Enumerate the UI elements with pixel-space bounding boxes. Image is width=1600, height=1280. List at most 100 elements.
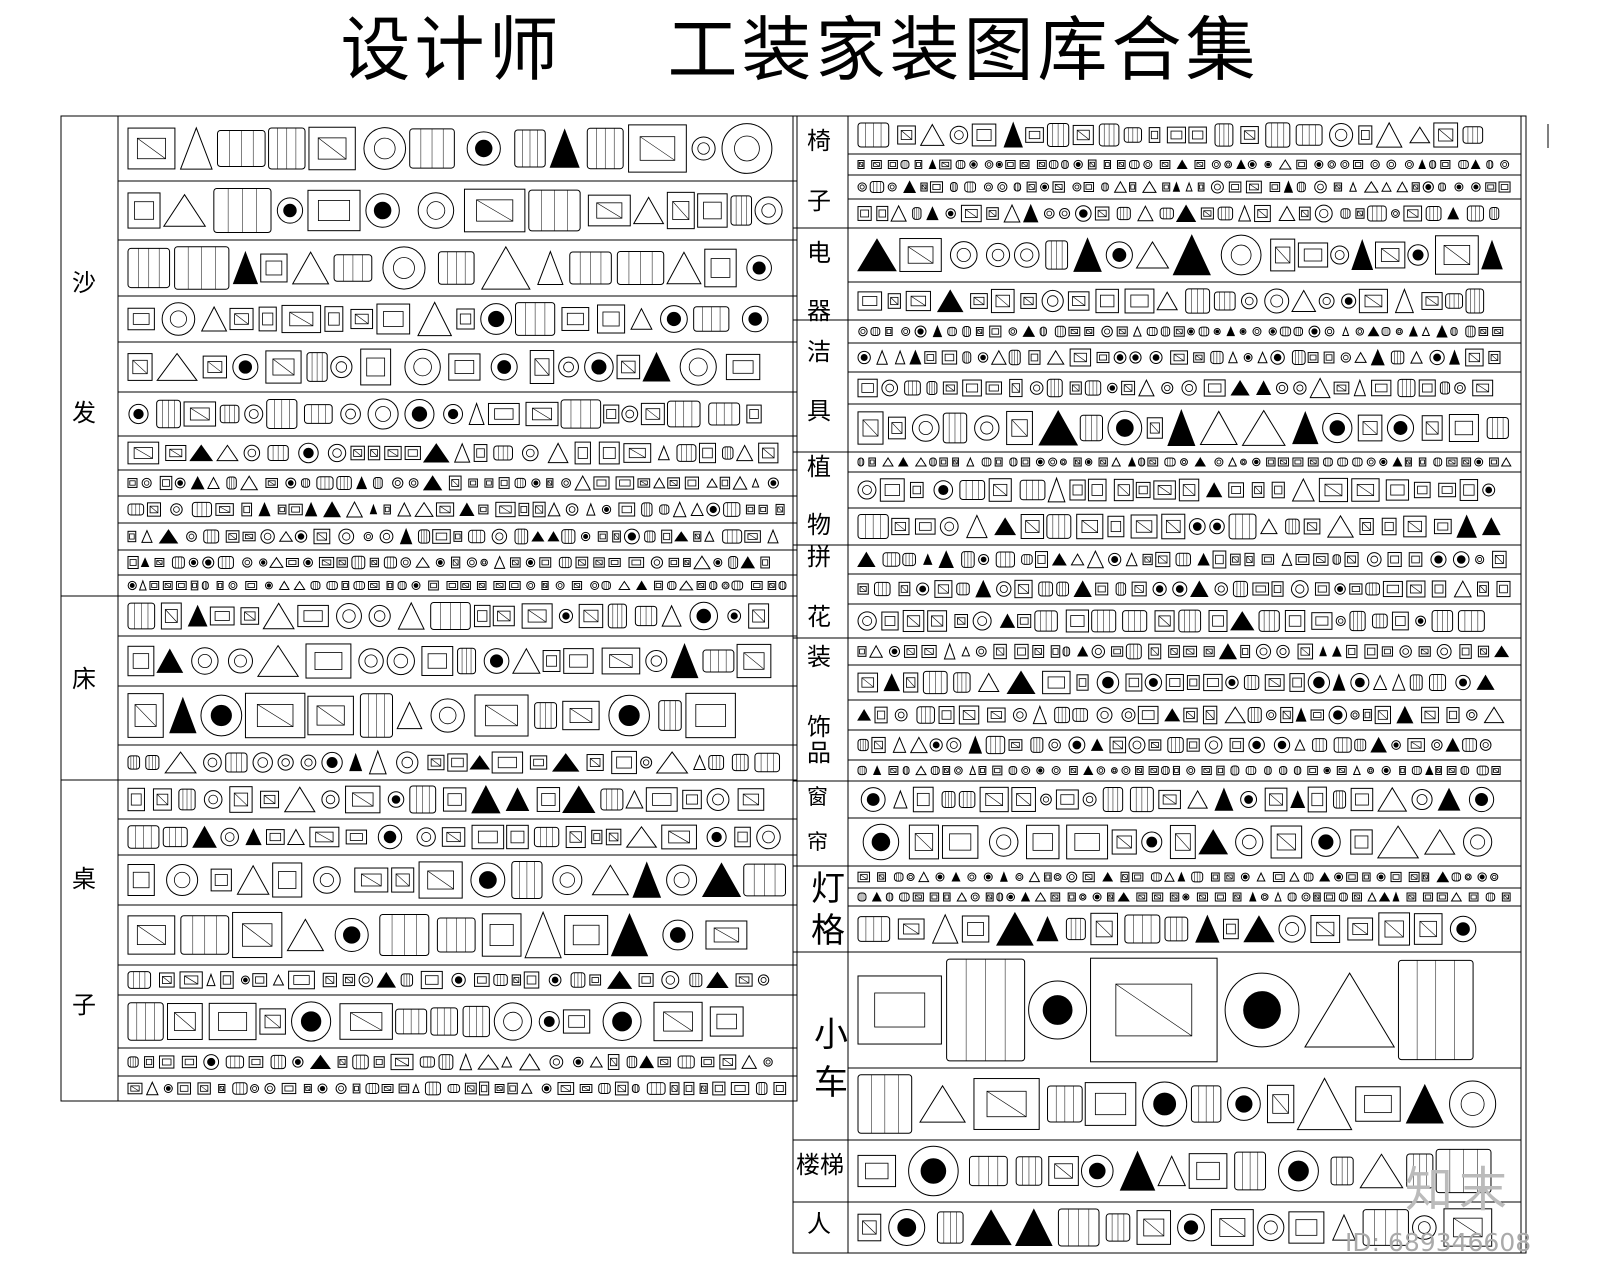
cad-symbol — [960, 204, 982, 223]
cad-symbol — [1460, 766, 1470, 775]
cad-symbol — [1008, 349, 1021, 366]
cad-symbol — [506, 824, 529, 850]
label-tile-2: 花 — [807, 603, 831, 631]
cad-symbol — [1025, 127, 1044, 143]
cad-symbol — [1500, 160, 1510, 169]
cad-symbol — [1167, 736, 1184, 754]
cad-symbol — [1026, 824, 1060, 860]
cad-symbol — [493, 581, 506, 590]
cad-symbol — [163, 1084, 173, 1093]
cad-symbol — [563, 648, 594, 674]
cad-symbol — [1459, 479, 1479, 501]
cad-symbol — [1363, 180, 1379, 193]
cad-symbol — [1102, 786, 1124, 813]
cad-symbol — [951, 871, 961, 882]
cad-symbol — [216, 444, 239, 462]
cad-symbol — [294, 530, 308, 543]
cad-symbol — [335, 1082, 347, 1095]
cad-symbol — [538, 1010, 560, 1033]
cad-symbol — [479, 1081, 490, 1096]
cad-symbol — [1397, 959, 1474, 1061]
cad-symbol — [127, 192, 161, 229]
cad-symbol — [1059, 458, 1067, 466]
cad-symbol — [1314, 582, 1330, 596]
page-title: 设计师 工装家装图库合集 — [340, 9, 1260, 91]
cad-symbol — [1003, 121, 1023, 148]
cad-symbol — [978, 553, 990, 566]
cad-symbol — [1399, 645, 1412, 658]
cad-symbol — [509, 581, 521, 590]
cad-symbol — [668, 557, 680, 568]
cad-symbol — [986, 207, 999, 220]
cad-symbol — [258, 306, 277, 332]
label-car-1: 小 — [814, 1015, 848, 1055]
cad-symbol — [1006, 410, 1033, 446]
cad-symbol — [510, 557, 521, 568]
cad-symbol — [1079, 414, 1104, 442]
cad-symbol — [1445, 737, 1460, 752]
cad-symbol — [1196, 892, 1209, 902]
cad-symbol — [640, 756, 653, 769]
cad-symbol — [1265, 709, 1277, 721]
cad-symbol — [968, 735, 983, 754]
label-curtain-2: 帘 — [807, 830, 828, 854]
cad-symbol — [1490, 872, 1499, 882]
cad-symbol — [1399, 766, 1406, 775]
cad-symbol — [1130, 514, 1158, 539]
cad-symbol — [598, 1083, 611, 1094]
cad-symbol — [127, 915, 176, 955]
cad-symbol — [141, 529, 153, 543]
cad-symbol — [260, 253, 288, 283]
cad-symbol — [417, 529, 431, 544]
cad-symbol — [466, 557, 478, 568]
cad-symbol — [924, 351, 937, 364]
cad-symbol — [1313, 553, 1329, 566]
cad-symbol — [1113, 351, 1127, 364]
cad-symbol — [424, 1081, 441, 1096]
cad-symbol — [1096, 351, 1110, 364]
cad-symbol — [1226, 326, 1236, 337]
cad-symbol — [1183, 707, 1198, 723]
cad-symbol — [942, 766, 951, 775]
cad-symbol — [1304, 972, 1396, 1048]
cad-symbol — [1239, 328, 1247, 335]
cad-symbol — [1322, 412, 1353, 444]
cad-symbol — [453, 442, 471, 463]
cad-symbol — [1116, 206, 1131, 221]
cad-symbol — [950, 182, 958, 192]
cad-symbol — [373, 1056, 385, 1068]
cad-symbol — [988, 478, 1012, 502]
cad-symbol — [252, 973, 268, 987]
cad-symbol — [904, 645, 918, 658]
cad-symbol — [1266, 457, 1276, 467]
cad-symbol — [758, 504, 768, 515]
cad-symbol — [1411, 766, 1422, 775]
cad-symbol — [746, 255, 772, 281]
cad-symbol — [1159, 160, 1171, 169]
cad-symbol — [272, 862, 303, 898]
cad-symbol — [1020, 514, 1045, 539]
cad-symbol — [754, 196, 783, 225]
cad-symbol — [1108, 552, 1122, 567]
cad-symbol — [1144, 673, 1163, 692]
cad-symbol — [1057, 1208, 1100, 1247]
cad-symbol — [1278, 159, 1292, 170]
cad-symbol — [1340, 352, 1351, 363]
cad-symbol — [1492, 550, 1507, 569]
cad-symbol — [1359, 1153, 1404, 1189]
cad-symbol — [215, 503, 234, 516]
cad-symbol — [757, 974, 770, 986]
cad-symbol — [404, 445, 421, 461]
cad-symbol — [1191, 871, 1204, 883]
cad-symbol — [912, 207, 922, 220]
cad-symbol — [1142, 553, 1153, 566]
cad-symbol — [1370, 159, 1380, 170]
cad-symbol — [1260, 893, 1269, 901]
cad-symbol — [754, 752, 781, 773]
cad-symbol — [929, 457, 937, 467]
cad-symbol — [1046, 122, 1070, 148]
cad-symbol — [616, 251, 665, 285]
cad-symbol — [1435, 1148, 1492, 1194]
cad-symbol — [1367, 891, 1377, 902]
cad-symbol — [1280, 706, 1294, 724]
